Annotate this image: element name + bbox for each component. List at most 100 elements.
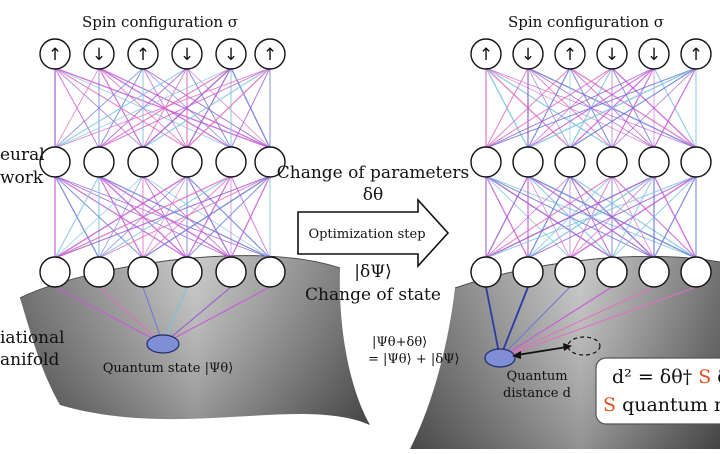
variational-manifold-left xyxy=(19,255,370,425)
output-neuron xyxy=(638,256,670,288)
output-neuron xyxy=(254,256,286,288)
spin-arrow: ↑ xyxy=(48,45,62,65)
network-nodes-right xyxy=(470,38,712,288)
spin-configuration-title-right: Spin configuration σ xyxy=(508,13,664,31)
network-edge xyxy=(142,67,271,149)
network-nodes-left xyxy=(39,38,286,288)
hidden-neuron xyxy=(215,146,247,178)
spin-arrows-right: ↑ ↓ ↑ ↓ ↓ ↑ xyxy=(479,45,703,65)
hidden-neuron xyxy=(512,146,544,178)
optimization-step-arrow xyxy=(297,197,450,269)
quantum-distance-label-line2: distance d xyxy=(503,386,571,401)
network-edge xyxy=(485,175,571,259)
spin-arrow: ↓ xyxy=(647,45,661,65)
hidden-neuron xyxy=(596,146,628,178)
formula-s-symbol: S xyxy=(698,366,711,388)
projection-line xyxy=(98,286,164,345)
network-edge xyxy=(485,67,571,149)
projection-line xyxy=(162,286,188,345)
hidden-neuron xyxy=(638,146,670,178)
hidden-neuron xyxy=(171,146,203,178)
network-edge xyxy=(527,175,697,259)
spin-node xyxy=(554,38,586,70)
spin-node xyxy=(638,38,670,70)
network-edge xyxy=(485,175,697,259)
formula-line1-prefix: d² = δθ† xyxy=(612,366,698,388)
delta-theta-label: δθ xyxy=(363,185,383,205)
network-edge xyxy=(186,67,271,149)
new-state-label-line2: = |Ψθ⟩ + |δΨ⟩ xyxy=(368,352,460,367)
network-edge xyxy=(54,67,100,149)
spin-node xyxy=(470,38,502,70)
new-state-label-line1: |Ψθ+δθ⟩ xyxy=(372,335,427,350)
neural-network-label-line1: eural xyxy=(0,145,45,165)
quantum-state-label: Quantum state |Ψθ⟩ xyxy=(103,361,234,376)
spin-arrow: ↓ xyxy=(605,45,619,65)
network-edge xyxy=(485,175,613,259)
spin-arrow: ↑ xyxy=(479,45,493,65)
network-edge xyxy=(485,67,613,149)
spin-node xyxy=(39,38,71,70)
projection-line xyxy=(162,286,232,345)
network-edge xyxy=(54,67,271,149)
network-edge xyxy=(98,175,271,259)
quantum-state-dot xyxy=(146,334,180,354)
output-neuron xyxy=(83,256,115,288)
projection-line xyxy=(54,286,164,345)
projection-line xyxy=(142,286,164,345)
network-edge xyxy=(54,175,271,259)
spin-arrow: ↑ xyxy=(263,45,277,65)
manifold-label-line2: anifold xyxy=(0,350,59,370)
network-edge xyxy=(653,67,697,149)
spin-arrow: ↑ xyxy=(136,45,150,65)
network-edges-right xyxy=(485,67,697,259)
network-edge xyxy=(142,67,232,149)
projection-line xyxy=(485,286,501,359)
network-edge xyxy=(230,175,271,259)
network-edge xyxy=(54,175,144,259)
hidden-neuron xyxy=(554,146,586,178)
formula-line1: d² = δθ† S δ xyxy=(612,366,720,388)
network-edge xyxy=(611,67,697,149)
network-edge xyxy=(527,67,697,149)
projection-line xyxy=(499,286,655,359)
spin-node xyxy=(83,38,115,70)
network-edge xyxy=(54,175,232,259)
network-edge xyxy=(142,175,271,259)
projection-line xyxy=(499,286,697,359)
change-of-state-label: Change of state xyxy=(305,285,441,305)
manifold-label-line1: iational xyxy=(0,328,65,348)
network-edge xyxy=(98,175,232,259)
spin-arrows-left: ↑ ↓ ↑ ↓ ↓ ↑ xyxy=(48,45,277,65)
network-edge xyxy=(54,67,188,149)
hidden-neuron xyxy=(470,146,502,178)
network-edge xyxy=(98,67,271,149)
network-edge xyxy=(54,67,144,149)
neural-network-label-line2: work xyxy=(0,168,44,188)
network-edge xyxy=(230,67,271,149)
spin-arrow: ↑ xyxy=(689,45,703,65)
output-neuron xyxy=(680,256,712,288)
current-state-dot xyxy=(484,348,516,368)
spin-node xyxy=(512,38,544,70)
projection-line xyxy=(499,286,571,359)
network-edge xyxy=(485,67,655,149)
output-neuron xyxy=(596,256,628,288)
formula-line1-suffix: δ xyxy=(711,366,720,388)
output-neuron xyxy=(554,256,586,288)
network-edge xyxy=(569,175,697,259)
target-state-dot-dashed xyxy=(567,336,601,356)
formula-line2: S quantum me xyxy=(603,394,720,416)
output-neuron xyxy=(512,256,544,288)
network-edge xyxy=(485,175,655,259)
network-edge xyxy=(54,175,188,259)
spin-arrow: ↑ xyxy=(563,45,577,65)
network-edge xyxy=(611,175,697,259)
network-edges-left xyxy=(54,67,271,259)
distance-arrow xyxy=(512,343,572,359)
output-neuron xyxy=(39,256,71,288)
hidden-neuron xyxy=(83,146,115,178)
network-edge xyxy=(485,175,529,259)
